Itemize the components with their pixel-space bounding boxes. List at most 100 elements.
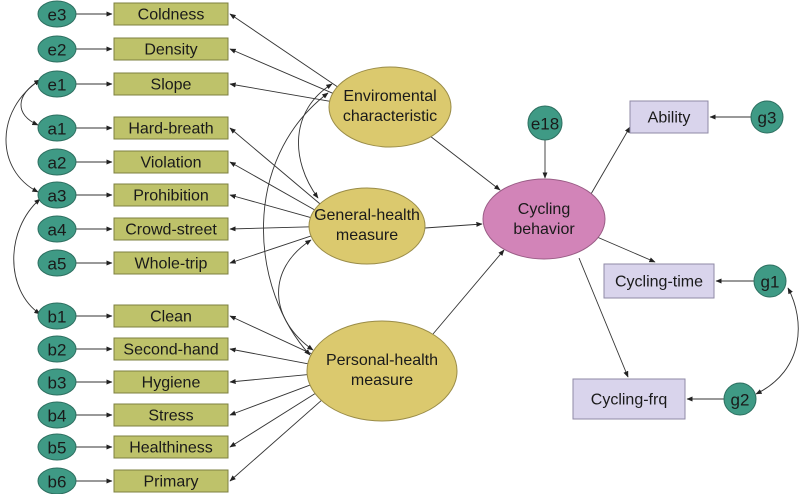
indicator-label: Second-hand	[123, 342, 218, 359]
error-node-b5[interactable]: b5	[37, 433, 77, 461]
indicator-violation[interactable]: Violation	[113, 150, 229, 174]
error-node-b2[interactable]: b2	[37, 335, 77, 363]
nodes-layer: Enviromental characteristic General-heal…	[37, 0, 787, 495]
indicator-label: Clean	[150, 309, 192, 326]
latent-cycling-behavior-line1: Cycling	[518, 201, 570, 218]
latent-personal-health-line2: measure	[351, 372, 413, 389]
edges-layer	[5, 11, 799, 484]
error-node-b4[interactable]: b4	[37, 401, 77, 429]
error-label: g3	[758, 109, 777, 128]
indicator-label: Slope	[151, 77, 192, 94]
error-node-g2[interactable]: g2	[723, 382, 757, 416]
indicator-label: Violation	[140, 155, 201, 172]
error-node-e18[interactable]: e18	[527, 105, 563, 141]
outcome-ability[interactable]: Ability	[629, 100, 709, 134]
outcome-label: Cycling-time	[615, 274, 703, 291]
error-label: a1	[48, 120, 67, 139]
error-node-b1[interactable]: b1	[37, 302, 77, 330]
error-node-e3[interactable]: e3	[37, 0, 77, 28]
covariance-e1-a3	[5, 79, 41, 193]
error-label: b3	[48, 374, 67, 393]
error-node-e1[interactable]: e1	[37, 70, 77, 98]
loading-arrow-stress	[229, 383, 313, 416]
latent-environmental-line1: Enviromental	[343, 88, 436, 105]
loading-arrow-cycling-frq	[578, 257, 629, 378]
loading-arrow-healthiness	[229, 392, 318, 448]
latent-personal-health-line1: Personal-health	[326, 352, 438, 369]
error-label: a5	[48, 255, 67, 274]
latent-general-health[interactable]: General-health measure	[308, 187, 426, 265]
error-label: b4	[48, 407, 67, 426]
indicator-prohibition[interactable]: Prohibition	[113, 183, 229, 207]
error-node-a1[interactable]: a1	[37, 114, 77, 142]
outcome-cycling-time[interactable]: Cycling-time	[603, 263, 715, 299]
outcome-label: Cycling-frq	[591, 392, 667, 409]
loading-arrow-slope	[229, 82, 332, 102]
indicator-label: Hygiene	[142, 375, 201, 392]
indicator-clean[interactable]: Clean	[113, 304, 229, 328]
loading-arrow-crowd-street	[229, 226, 311, 232]
loading-arrow-cycling-time	[596, 236, 656, 263]
covariance-a3-b1	[13, 198, 41, 315]
loading-arrow-ability	[590, 126, 631, 195]
indicator-density[interactable]: Density	[113, 37, 229, 61]
loading-arrow-prohibition	[229, 194, 313, 219]
indicator-crowd-street[interactable]: Crowd-street	[113, 217, 229, 241]
error-node-a2[interactable]: a2	[37, 148, 77, 176]
covariance-g1-g2	[755, 287, 799, 395]
indicator-primary[interactable]: Primary	[113, 469, 229, 493]
error-label: g2	[731, 391, 750, 410]
path-per-to-cycling	[432, 249, 505, 335]
indicator-stress[interactable]: Stress	[113, 403, 229, 427]
loading-arrow-clean	[229, 315, 314, 356]
indicator-hygiene[interactable]: Hygiene	[113, 370, 229, 394]
indicator-label: Hard-breath	[128, 121, 213, 138]
covariance-gen-per	[278, 239, 314, 351]
error-node-g3[interactable]: g3	[750, 100, 784, 134]
indicator-hard-breath[interactable]: Hard-breath	[113, 116, 229, 140]
error-node-a3[interactable]: a3	[37, 181, 77, 209]
loading-arrow-density	[229, 48, 335, 95]
latent-general-health-line1: General-health	[314, 207, 420, 224]
latent-environmental-line2: characteristic	[343, 108, 437, 125]
loading-arrow-second-hand	[229, 347, 311, 365]
error-label: e18	[531, 115, 559, 134]
latent-personal-health[interactable]: Personal-health measure	[306, 320, 458, 422]
loading-arrow-coldness	[229, 13, 339, 89]
error-node-b3[interactable]: b3	[37, 368, 77, 396]
path-gen-to-cycling	[424, 221, 483, 229]
indicator-label: Whole-trip	[135, 256, 208, 273]
outcome-cycling-frq[interactable]: Cycling-frq	[572, 378, 686, 420]
error-label: b1	[48, 308, 67, 327]
error-node-a4[interactable]: a4	[37, 215, 77, 243]
indicator-healthiness[interactable]: Healthiness	[113, 435, 229, 459]
error-label: e3	[48, 6, 67, 25]
loading-arrow-hygiene	[229, 374, 310, 384]
latent-cycling-behavior[interactable]: Cycling behavior	[482, 178, 606, 260]
indicator-slope[interactable]: Slope	[113, 72, 229, 96]
loading-arrow-hard-breath	[229, 127, 322, 206]
indicator-second-hand[interactable]: Second-hand	[113, 337, 229, 361]
error-node-a5[interactable]: a5	[37, 249, 77, 277]
error-node-e2[interactable]: e2	[37, 35, 77, 63]
error-label: b6	[48, 473, 67, 492]
indicator-whole-trip[interactable]: Whole-trip	[113, 251, 229, 275]
error-label: e2	[48, 41, 67, 60]
latent-general-health-line2: measure	[336, 227, 398, 244]
indicator-label: Primary	[143, 474, 198, 491]
indicator-label: Prohibition	[133, 188, 209, 205]
error-label: g1	[761, 273, 780, 292]
error-node-b6[interactable]: b6	[37, 467, 77, 495]
error-label: e1	[48, 76, 67, 95]
error-label: b2	[48, 341, 67, 360]
indicator-coldness[interactable]: Coldness	[113, 2, 229, 26]
error-label: a2	[48, 154, 67, 173]
error-label: b5	[48, 439, 67, 458]
error-label: a3	[48, 187, 67, 206]
indicator-label: Stress	[148, 408, 193, 425]
latent-environmental[interactable]: Enviromental characteristic	[328, 66, 452, 148]
indicator-label: Coldness	[138, 7, 205, 24]
error-node-g1[interactable]: g1	[753, 264, 787, 298]
indicator-label: Crowd-street	[125, 222, 217, 239]
